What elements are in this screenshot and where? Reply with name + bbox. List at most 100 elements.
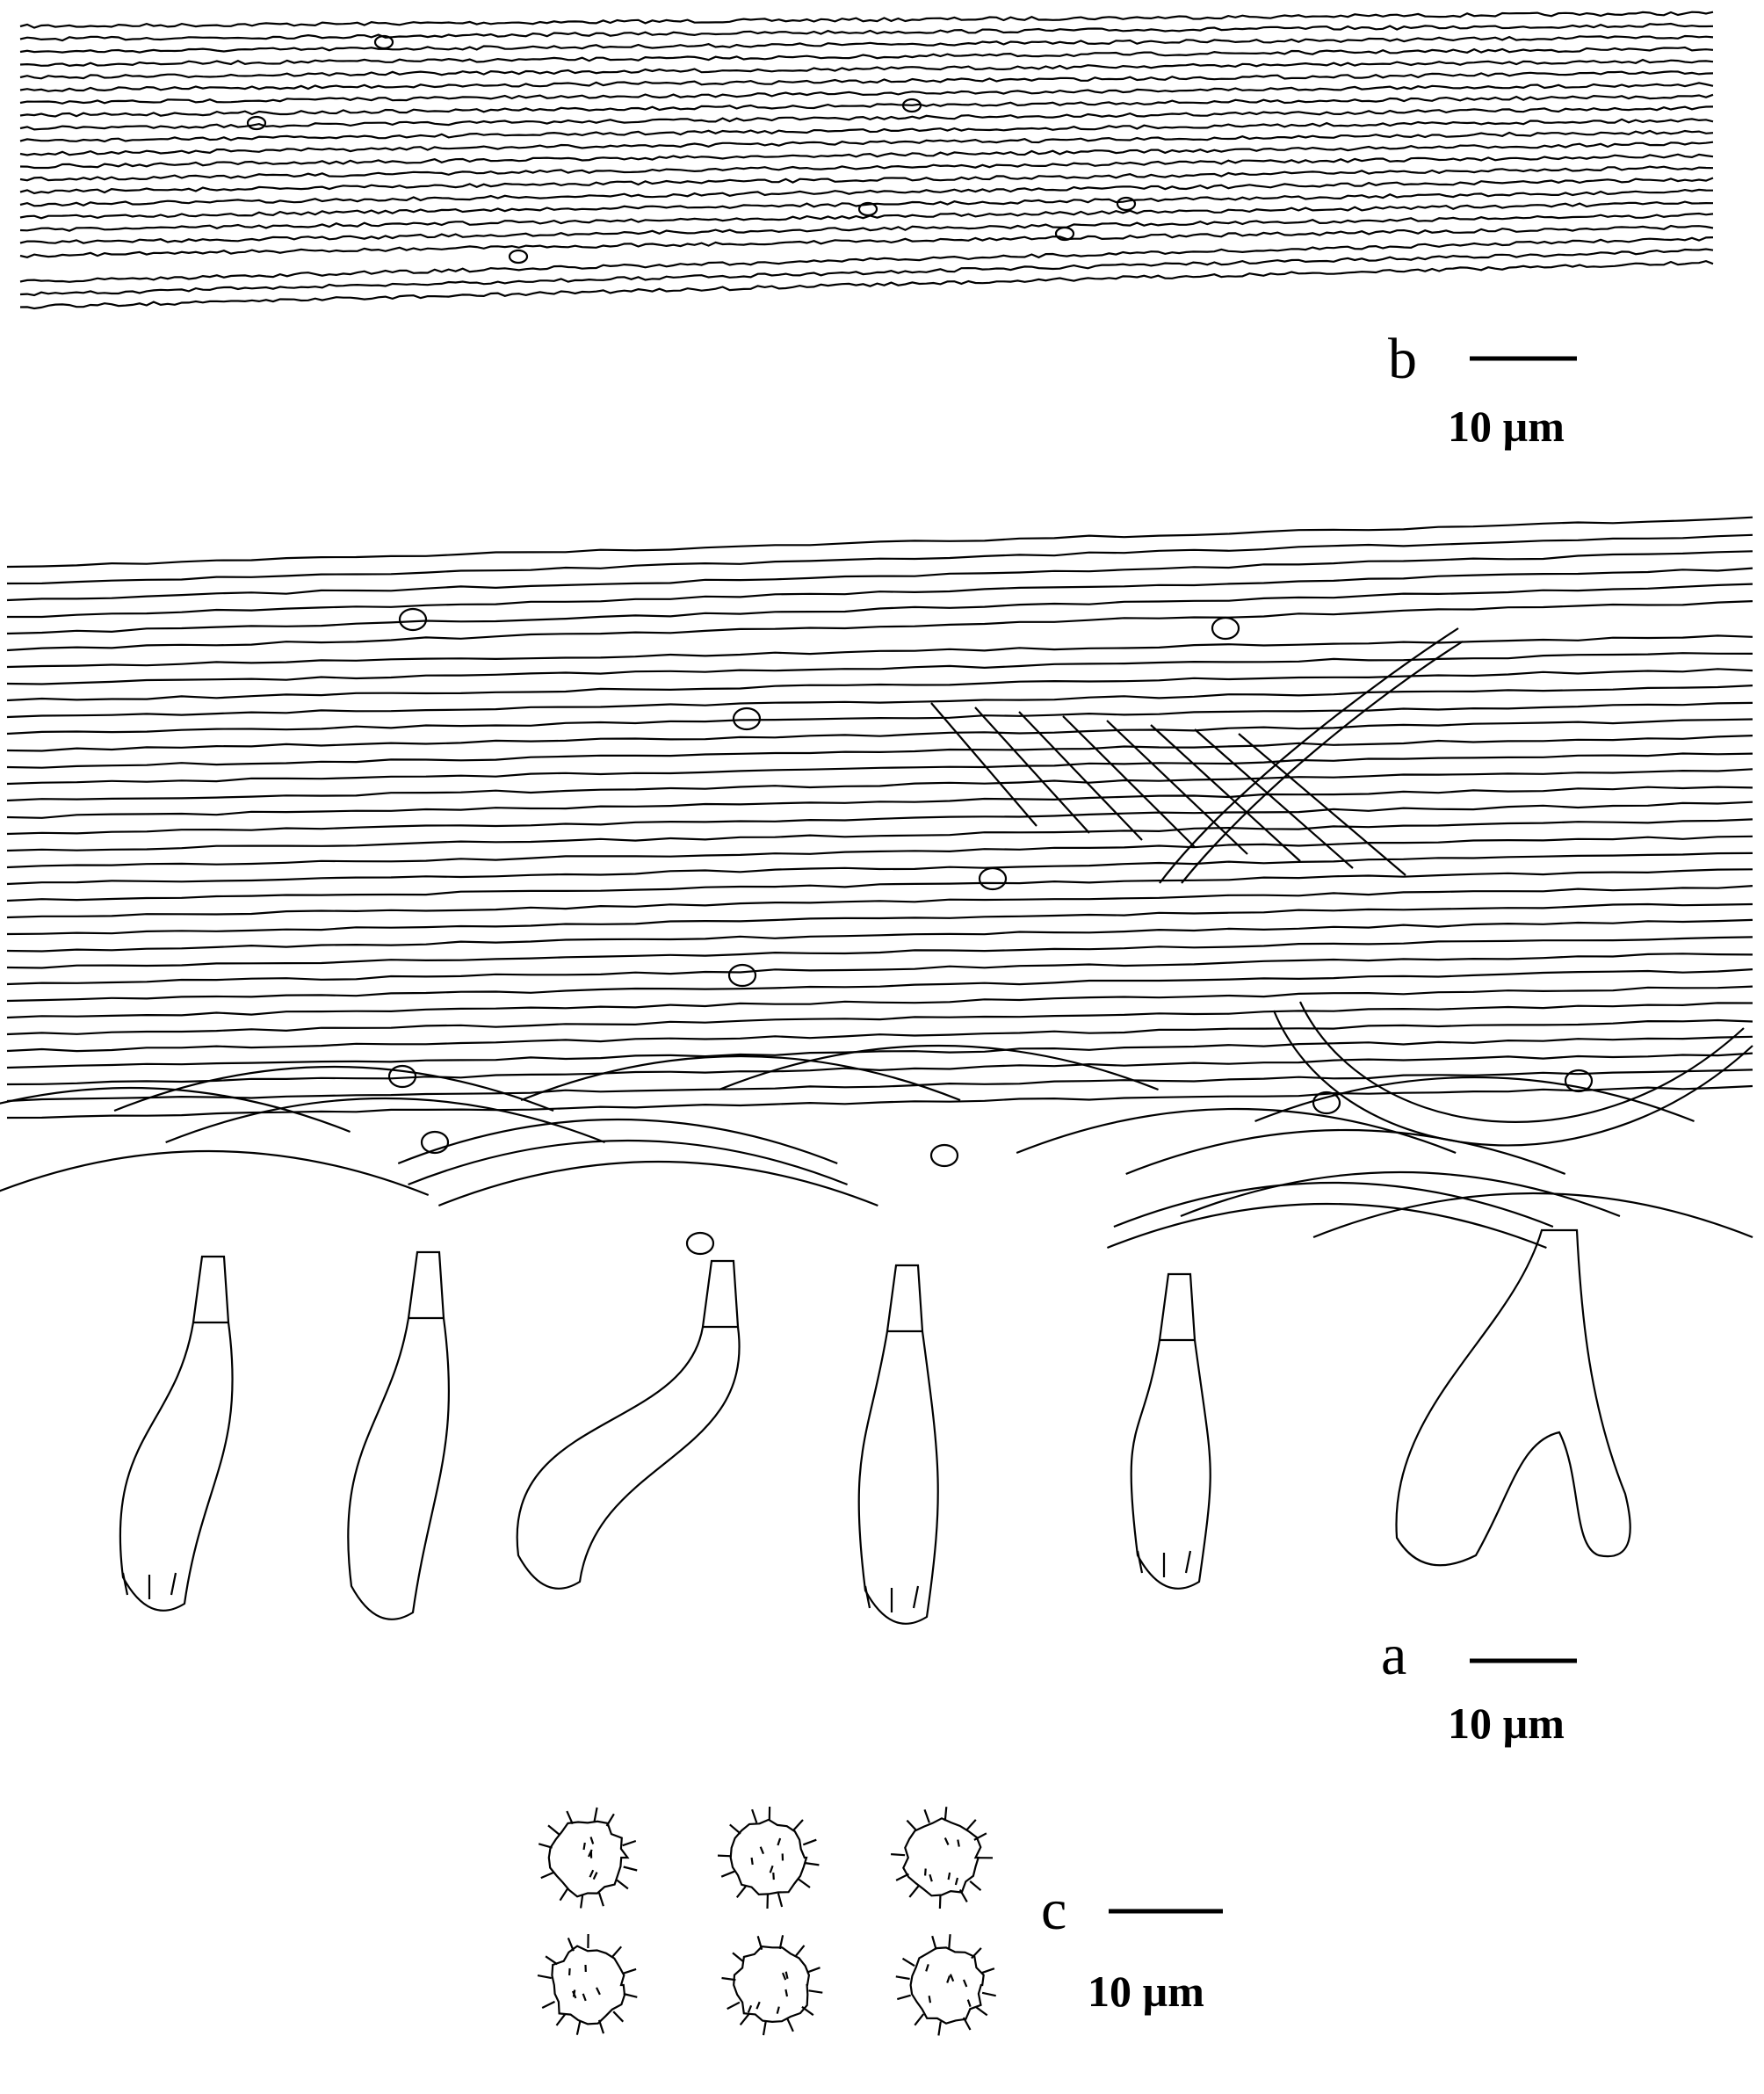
hypha-line: [1238, 733, 1406, 876]
hypha-line: [1113, 1181, 1554, 1228]
clamp-connection: [978, 866, 1008, 891]
panel-b-label: b: [1388, 327, 1417, 391]
hypha-line: [6, 818, 1753, 852]
clamp-connection: [929, 1143, 959, 1168]
hypha-line: [19, 153, 1714, 182]
hypha-line: [1272, 1010, 1753, 1147]
hypha-line: [1062, 715, 1196, 848]
hypha-line: [6, 936, 1753, 969]
hypha-line: [1107, 1202, 1547, 1250]
clamp-connection: [398, 607, 428, 632]
panel-a-scale-text: 10 µm: [1448, 1699, 1565, 1748]
hypha-line: [19, 70, 1714, 92]
hypha-line: [19, 105, 1714, 131]
hypha-line: [6, 885, 1753, 919]
hypha-line: [6, 768, 1753, 802]
basidium: [516, 1325, 741, 1590]
spore-ornamentation: [717, 1806, 820, 1909]
clamp-connection: [420, 1130, 450, 1155]
basidium: [857, 1330, 939, 1625]
clamp-connection: [732, 706, 762, 731]
spore-ornamentation: [538, 1807, 638, 1909]
basidium-stalk: [701, 1259, 740, 1328]
hypha-line: [6, 685, 1753, 719]
clamp-connection: [727, 963, 757, 988]
hypha-line: [19, 46, 1714, 68]
basidium: [347, 1316, 451, 1620]
clamp-connection: [246, 115, 267, 131]
hypha-line: [930, 702, 1037, 827]
hypha-line: [19, 200, 1714, 232]
hypha-line: [19, 165, 1714, 195]
hypha-line: [1299, 1001, 1745, 1123]
basidium-stalk: [1158, 1272, 1196, 1341]
panel-c-label: c: [1041, 1878, 1066, 1942]
clamp-connection: [1054, 226, 1075, 242]
hypha-line: [19, 224, 1714, 258]
basidium: [1130, 1338, 1211, 1590]
hypha-line: [6, 652, 1753, 685]
sterigmata: [1136, 1550, 1192, 1577]
clamp-connection: [387, 1064, 417, 1089]
forked-basidium: [1395, 1228, 1631, 1567]
hypha-line: [19, 212, 1714, 244]
clamp-connection: [901, 98, 922, 113]
hypha-line: [1254, 1076, 1695, 1123]
hypha-line: [7, 567, 1753, 619]
hypha-line: [6, 902, 1753, 936]
hypha-line: [19, 248, 1714, 297]
hypha-line: [6, 735, 1753, 769]
hypha-line: [6, 1002, 1753, 1036]
panel-b-hyphae: [19, 11, 1714, 310]
hypha-line: [19, 188, 1714, 220]
hypha-line: [165, 1097, 606, 1144]
hypha-line: [1125, 1128, 1566, 1176]
hypha-line: [408, 1139, 848, 1186]
basidium-stalk: [192, 1255, 230, 1323]
basidium: [119, 1321, 234, 1612]
hypha-line: [19, 177, 1714, 207]
hypha-line: [6, 1069, 1753, 1103]
basidium-stalk: [407, 1250, 445, 1319]
hypha-line: [1312, 1192, 1753, 1239]
clamp-connection: [373, 34, 394, 50]
hypha-line: [6, 953, 1753, 986]
hypha-line: [19, 11, 1714, 29]
spore: [733, 1945, 811, 2024]
hypha-line: [1018, 711, 1143, 841]
hypha-line: [19, 236, 1714, 283]
hypha-line: [6, 851, 1753, 886]
hypha-line: [0, 1086, 351, 1134]
spore-ornamentation: [895, 1934, 996, 2036]
panel-c-scale-text: 10 µm: [1088, 1967, 1204, 2016]
hypha-line: [19, 118, 1714, 143]
hypha-line: [6, 533, 1753, 585]
panel-c-spores: [537, 1806, 996, 2036]
hypha-line: [19, 93, 1714, 118]
spore-ornamentation: [891, 1807, 994, 1909]
hypha-line: [1150, 724, 1301, 862]
sterigmata: [864, 1585, 920, 1612]
panel-a-label: a: [1381, 1623, 1406, 1687]
hypha-line: [19, 58, 1714, 80]
hypha-line: [1106, 720, 1248, 855]
hypha-line: [19, 34, 1714, 54]
hypha-line: [19, 259, 1714, 310]
hypha-line: [6, 835, 1753, 869]
hypha-line: [113, 1065, 554, 1112]
hypha-line: [19, 141, 1714, 170]
hypha-line: [6, 801, 1753, 836]
hypha-line: [6, 868, 1753, 902]
hypha-line: [6, 583, 1753, 635]
clamp-connection: [1211, 616, 1240, 641]
hypha-line: [6, 786, 1753, 819]
sterigmata: [121, 1572, 177, 1599]
hypha-line: [6, 918, 1753, 953]
spore: [547, 1820, 630, 1898]
hypha-line: [6, 968, 1753, 1003]
panel-a-hyphae-basidia: [0, 516, 1753, 1625]
hypha-line: [6, 1018, 1753, 1053]
hypha-line: [6, 550, 1753, 602]
hypha-line: [0, 1149, 430, 1197]
hypha-line: [719, 1044, 1159, 1091]
